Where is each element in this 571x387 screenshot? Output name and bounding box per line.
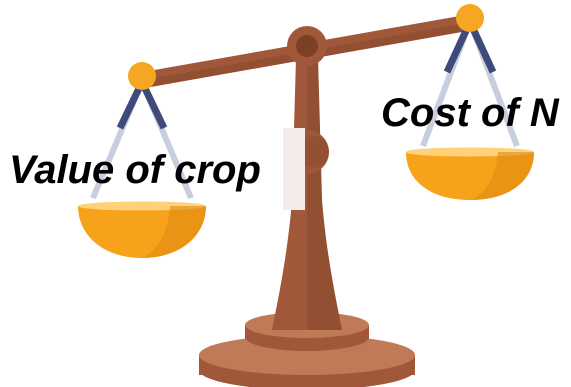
scale-beam bbox=[143, 14, 473, 88]
scale-post bbox=[272, 58, 342, 330]
right-pan bbox=[406, 4, 534, 200]
right-pan-label: Cost of N bbox=[381, 91, 559, 135]
left-pan-label: Value of crop bbox=[9, 148, 261, 192]
left-pan bbox=[78, 62, 206, 258]
